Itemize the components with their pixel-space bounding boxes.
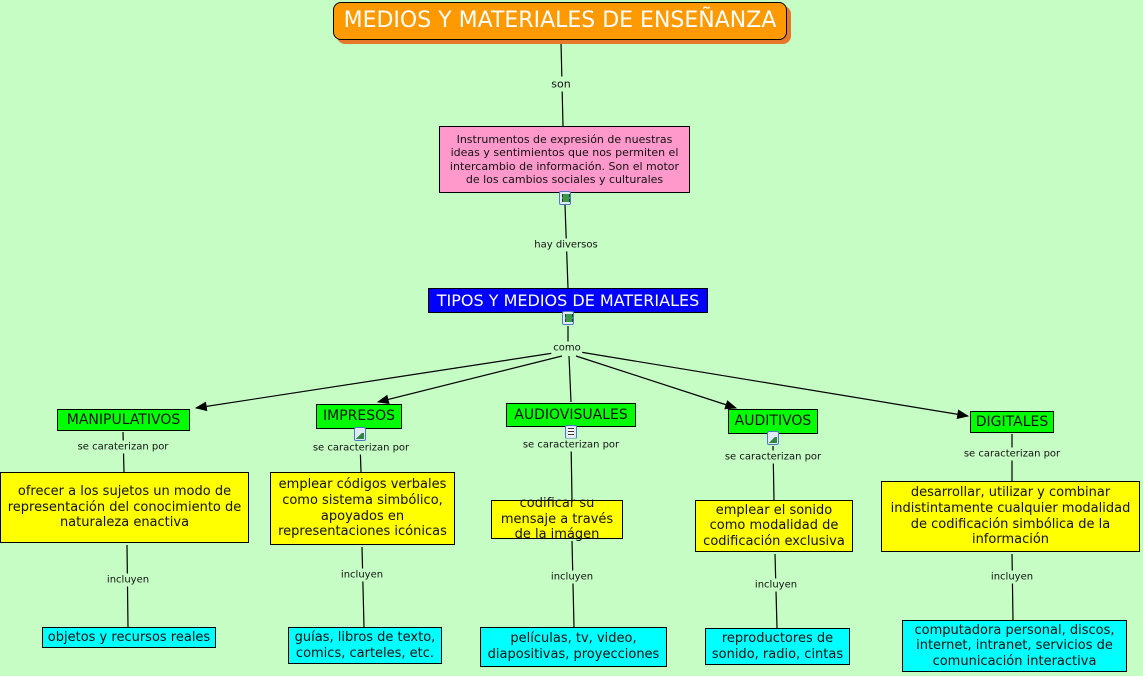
link-label: incluyen — [752, 578, 800, 592]
examples-audiovisuales[interactable]: películas, tv, video, diapositivas, proy… — [480, 627, 667, 667]
examples-manipulativos[interactable]: objetos y recursos reales — [42, 627, 216, 648]
link-label: incluyen — [338, 568, 386, 582]
examples-auditivos[interactable]: reproductores de sonido, radio, cintas — [705, 628, 850, 665]
video-resource-icon[interactable] — [559, 191, 571, 205]
link-label: se caracterizan por — [520, 438, 622, 452]
link-label-hay-diversos: hay diversos — [532, 238, 600, 252]
description-auditivos[interactable]: emplear el sonido como modalidad de codi… — [695, 500, 853, 552]
link-label: se caracterizan por — [310, 441, 412, 455]
link-label: se caracterizan por — [722, 450, 824, 464]
definition-concept[interactable]: Instrumentos de expresión de nuestras id… — [439, 126, 690, 193]
link-label: incluyen — [988, 570, 1036, 584]
concept-impresos[interactable]: IMPRESOS — [316, 404, 402, 429]
video-resource-icon[interactable] — [562, 311, 574, 325]
image-resource-icon[interactable] — [354, 427, 366, 441]
link-label: se caracterizan por — [961, 447, 1063, 461]
description-audiovisuales[interactable]: codificar su mensaje a través de la imág… — [491, 496, 623, 542]
examples-digitales[interactable]: computadora personal, discos, internet, … — [902, 620, 1127, 672]
link-label: incluyen — [104, 573, 152, 587]
link-label: incluyen — [548, 570, 596, 584]
description-digitales[interactable]: desarrollar, utilizar y combinar indisti… — [881, 481, 1140, 552]
description-manipulativos[interactable]: ofrecer a los sujetos un modo de represe… — [0, 472, 249, 543]
concept-audiovisuales[interactable]: AUDIOVISUALES — [506, 403, 636, 427]
link-label-son: son — [549, 76, 573, 92]
document-resource-icon[interactable] — [565, 425, 577, 439]
examples-impresos[interactable]: guías, libros de texto, comics, carteles… — [288, 627, 442, 664]
link-label-como: como — [551, 341, 583, 355]
concept-digitales[interactable]: DIGITALES — [970, 411, 1054, 433]
link-label: se caraterizan por — [75, 440, 171, 454]
main-concept[interactable]: MEDIOS Y MATERIALES DE ENSEÑANZA — [333, 2, 787, 40]
concept-manipulativos[interactable]: MANIPULATIVOS — [57, 409, 190, 431]
image-resource-icon[interactable] — [767, 431, 779, 445]
description-impresos[interactable]: emplear códigos verbales como sistema si… — [270, 472, 455, 545]
types-concept[interactable]: TIPOS Y MEDIOS DE MATERIALES — [428, 288, 708, 313]
